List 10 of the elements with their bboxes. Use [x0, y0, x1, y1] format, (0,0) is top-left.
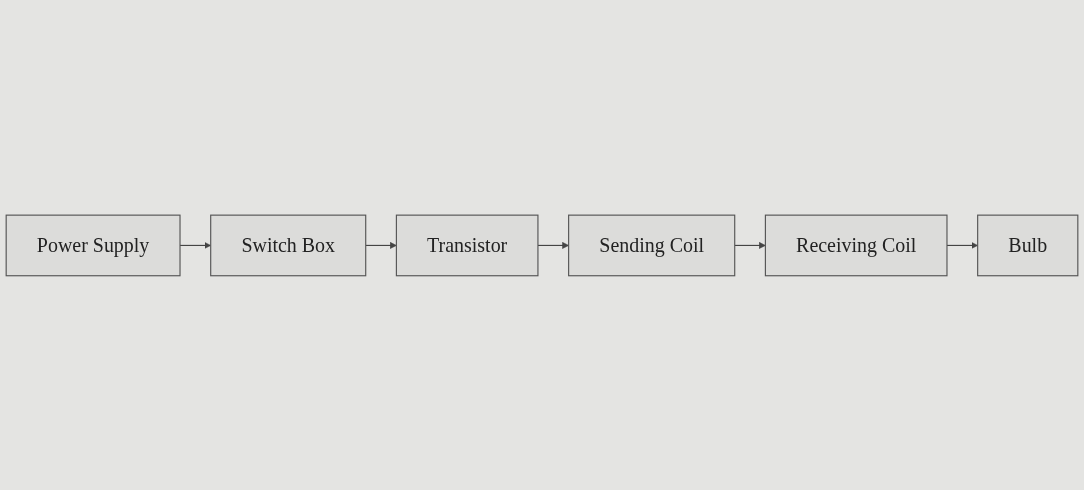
- node-box: Bulb: [977, 214, 1079, 276]
- arrow: [946, 241, 978, 249]
- node-box: Transistor: [395, 214, 539, 276]
- arrow: [734, 241, 766, 249]
- node-box: Sending Coil: [568, 214, 736, 276]
- arrow: [537, 241, 569, 249]
- node-box: Power Supply: [5, 214, 181, 276]
- node-box: Receiving Coil: [764, 214, 948, 276]
- node-box: Switch Box: [210, 214, 367, 276]
- arrow: [365, 241, 397, 249]
